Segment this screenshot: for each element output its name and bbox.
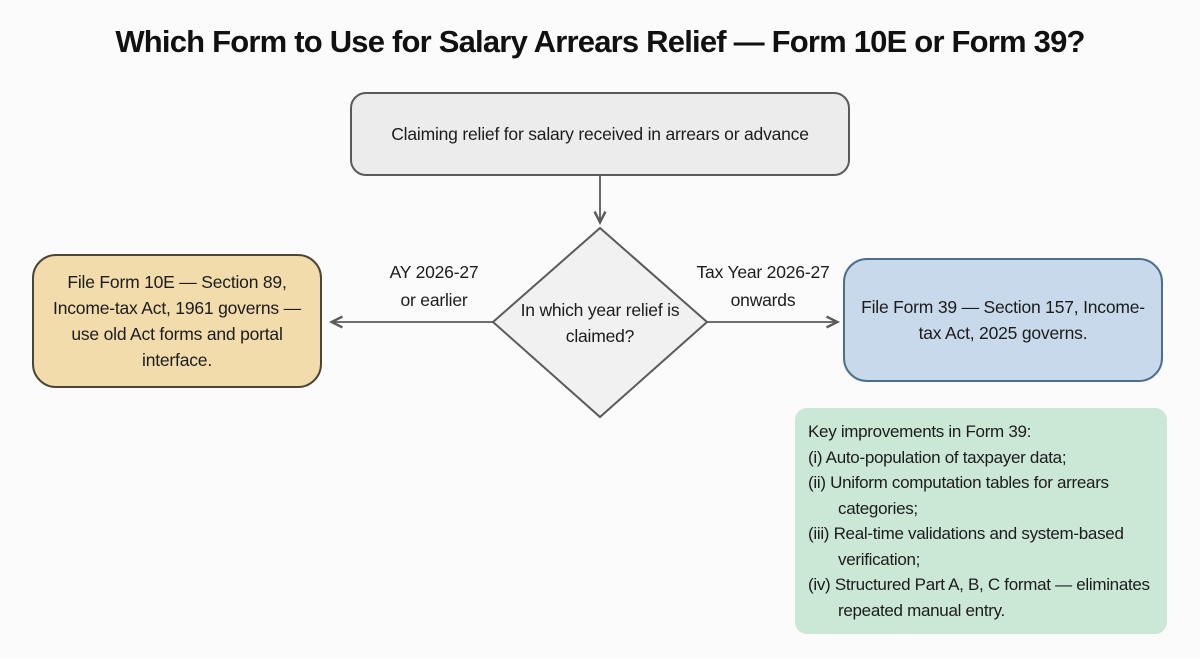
note-item-3: (iii) Real-time validations and system-b… bbox=[808, 524, 1124, 569]
right-branch-condition-line2: onwards bbox=[730, 290, 796, 310]
left-branch-condition: AY 2026-27 or earlier bbox=[364, 258, 504, 314]
start-node: Claiming relief for salary received in a… bbox=[350, 92, 850, 176]
start-node-label: Claiming relief for salary received in a… bbox=[391, 123, 809, 144]
note-heading: Key improvements in Form 39: bbox=[808, 422, 1032, 441]
outcome-form-10e: File Form 10E — Section 89, Income-tax A… bbox=[32, 254, 322, 388]
form39-improvements-note: Key improvements in Form 39: (i) Auto-po… bbox=[795, 408, 1167, 634]
outcome-form-39-label: File Form 39 — Section 157, Income-tax A… bbox=[861, 297, 1145, 343]
decision-node: In which year relief is claimed? bbox=[515, 283, 685, 363]
right-branch-condition: Tax Year 2026-27 onwards bbox=[688, 258, 838, 314]
decision-node-label: In which year relief is claimed? bbox=[520, 300, 680, 346]
decision-diamond-shape bbox=[491, 226, 709, 419]
page-title: Which Form to Use for Salary Arrears Rel… bbox=[115, 24, 1085, 59]
left-branch-condition-line1: AY 2026-27 bbox=[389, 262, 479, 282]
outcome-form-39: File Form 39 — Section 157, Income-tax A… bbox=[843, 258, 1163, 382]
right-branch-condition-line1: Tax Year 2026-27 bbox=[696, 262, 830, 282]
outcome-form-10e-label: File Form 10E — Section 89, Income-tax A… bbox=[53, 272, 301, 370]
note-item-4: (iv) Structured Part A, B, C format — el… bbox=[808, 575, 1150, 620]
note-item-1: (i) Auto-population of taxpayer data; bbox=[808, 447, 1067, 467]
note-item-2: (ii) Uniform computation tables for arre… bbox=[808, 473, 1109, 518]
left-branch-condition-line2: or earlier bbox=[400, 290, 468, 310]
